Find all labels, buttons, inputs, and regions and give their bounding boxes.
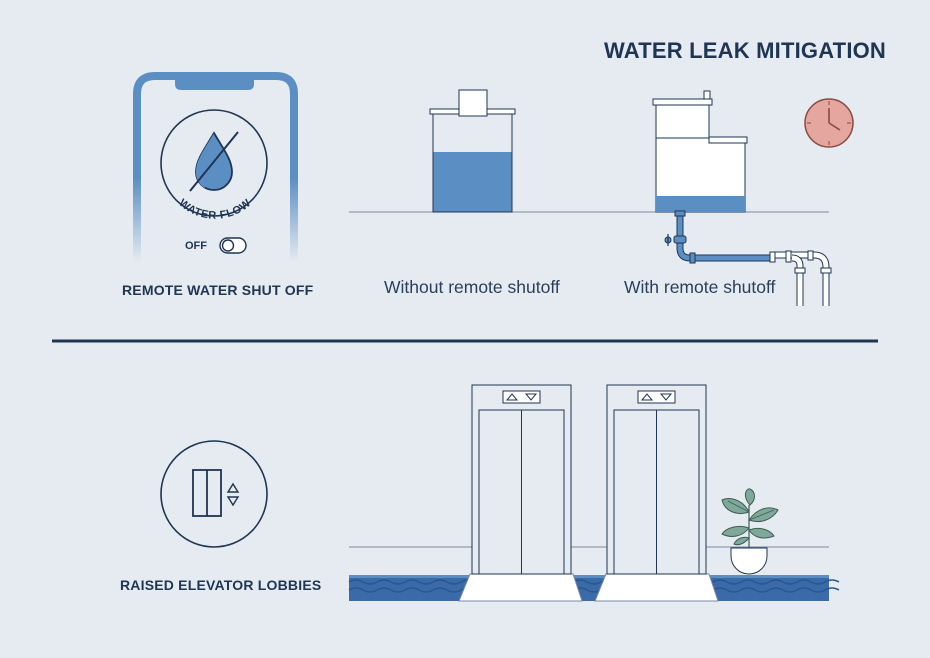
clock-icon — [804, 98, 854, 148]
elevator-2 — [594, 384, 719, 602]
elevator-lobbies-caption: RAISED ELEVATOR LOBBIES — [120, 577, 322, 593]
without-shutoff-caption: Without remote shutoff — [384, 277, 560, 297]
elevator-icon — [160, 440, 268, 548]
tank-with-shutoff — [652, 90, 832, 306]
with-shutoff-caption: With remote shutoff — [624, 277, 776, 297]
page-title: WATER LEAK MITIGATION — [604, 38, 887, 63]
flood-water — [349, 577, 829, 601]
water-flow-caption: WATER FLOW — [176, 197, 253, 222]
remote-shutoff-caption: REMOTE WATER SHUT OFF — [122, 282, 314, 298]
elevator-lobby-scene — [348, 384, 840, 602]
tank-without-shutoff — [429, 89, 516, 213]
phone-illustration — [133, 72, 298, 262]
toggle-label: OFF — [185, 240, 207, 252]
elevator-1 — [458, 384, 583, 602]
potted-plant — [721, 488, 779, 575]
